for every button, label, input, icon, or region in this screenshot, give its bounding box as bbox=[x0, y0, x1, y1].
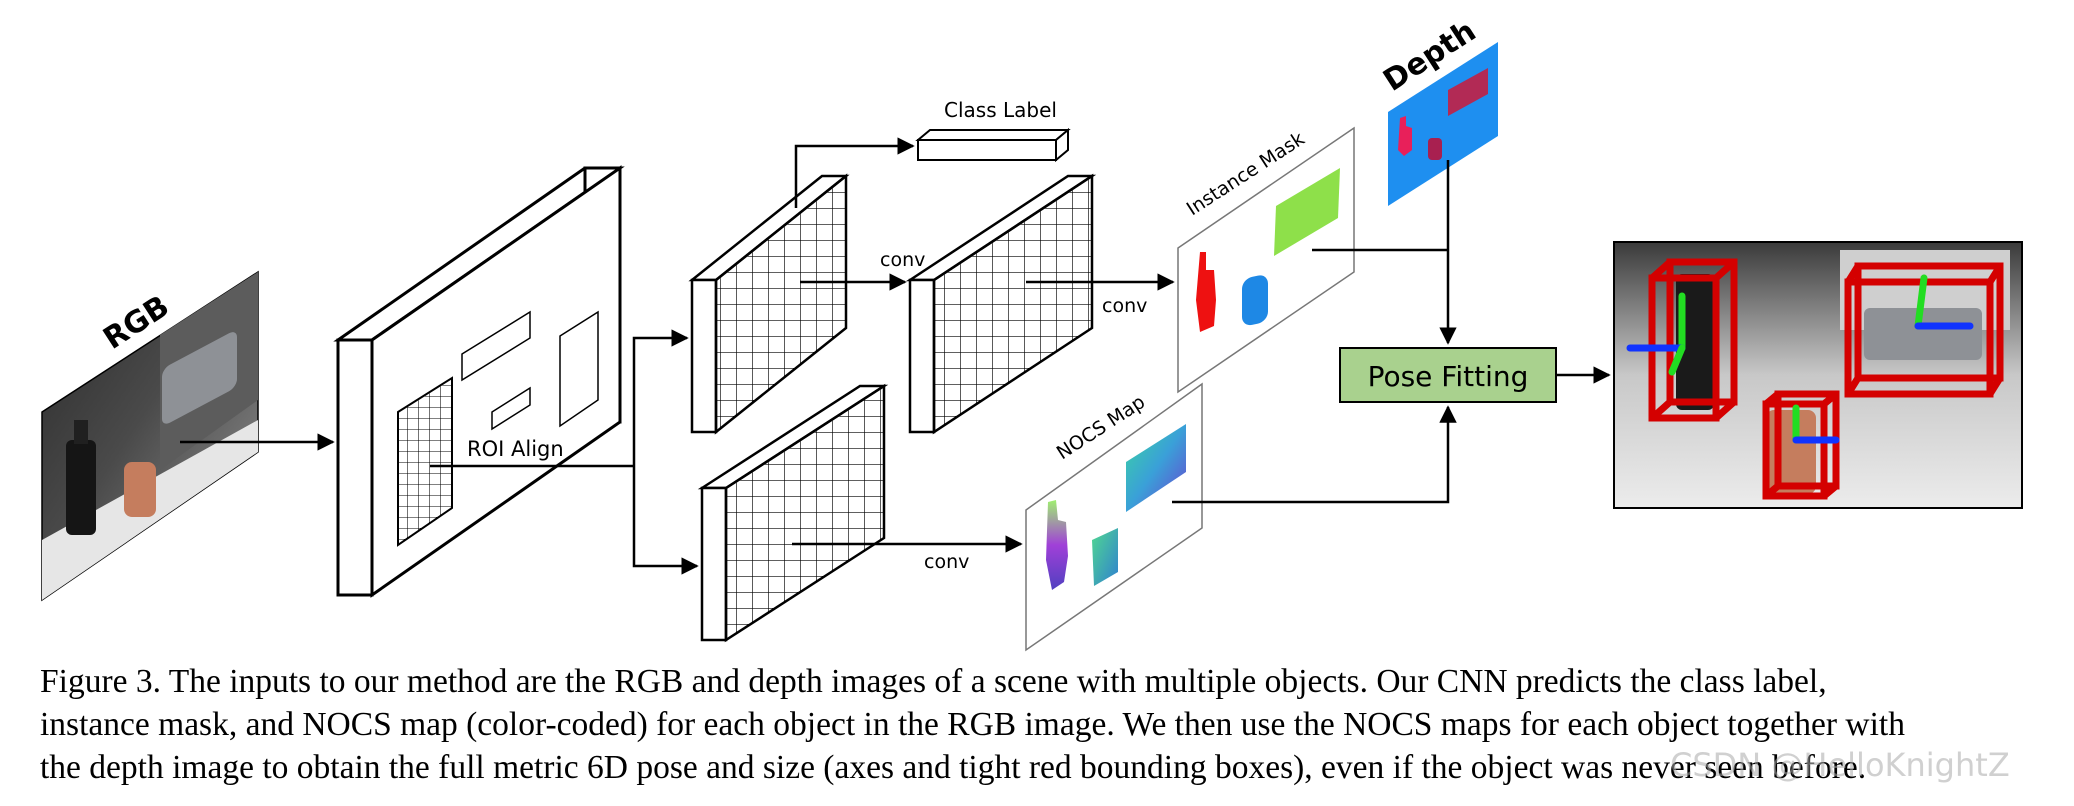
instance-mask-panel: Instance Mask bbox=[1177, 126, 1355, 394]
nocs-mug bbox=[1092, 528, 1118, 586]
nocs-map-panel: NOCS Map bbox=[1025, 382, 1203, 652]
watermark-text: CSDN @HelloKnightZ bbox=[1670, 746, 2010, 784]
nocs-head-block bbox=[697, 383, 889, 643]
depth-image: Depth bbox=[1377, 14, 1498, 206]
caption-line-2: instance mask, and NOCS map (color-coded… bbox=[40, 706, 1905, 743]
bbox-laptop bbox=[1844, 262, 2004, 398]
class-label-text: Class Label bbox=[944, 98, 1057, 122]
mask-laptop bbox=[1274, 168, 1340, 256]
pose-fitting-box: Pose Fitting bbox=[1339, 347, 1557, 403]
mask-bottle bbox=[1196, 252, 1216, 332]
nocs-laptop bbox=[1126, 424, 1186, 512]
output-pose-image bbox=[1613, 241, 2023, 509]
figure-caption: Figure 3. The inputs to our method are t… bbox=[40, 660, 2040, 789]
mask-mug bbox=[1242, 275, 1268, 326]
conv-label-2: conv bbox=[1102, 295, 1147, 317]
backbone-feature-map: ROI Align bbox=[333, 165, 625, 598]
pose-fitting-label: Pose Fitting bbox=[1368, 360, 1529, 393]
conv-label-1: conv bbox=[880, 249, 925, 271]
class-mask-head-block-1 bbox=[688, 173, 850, 435]
connectors bbox=[180, 137, 1611, 575]
conv-label-3: conv bbox=[924, 551, 969, 573]
rgb-input-image: RGB bbox=[41, 270, 259, 602]
caption-line-1: Figure 3. The inputs to our method are t… bbox=[40, 663, 1827, 700]
class-label-box: Class Label bbox=[915, 98, 1071, 163]
roi-align-label: ROI Align bbox=[467, 437, 564, 461]
nocs-bottle bbox=[1046, 500, 1068, 590]
class-mask-head-block-2 bbox=[905, 173, 1097, 435]
caption-line-3: the depth image to obtain the full metri… bbox=[40, 749, 1867, 786]
pose-axes bbox=[1626, 274, 1974, 444]
